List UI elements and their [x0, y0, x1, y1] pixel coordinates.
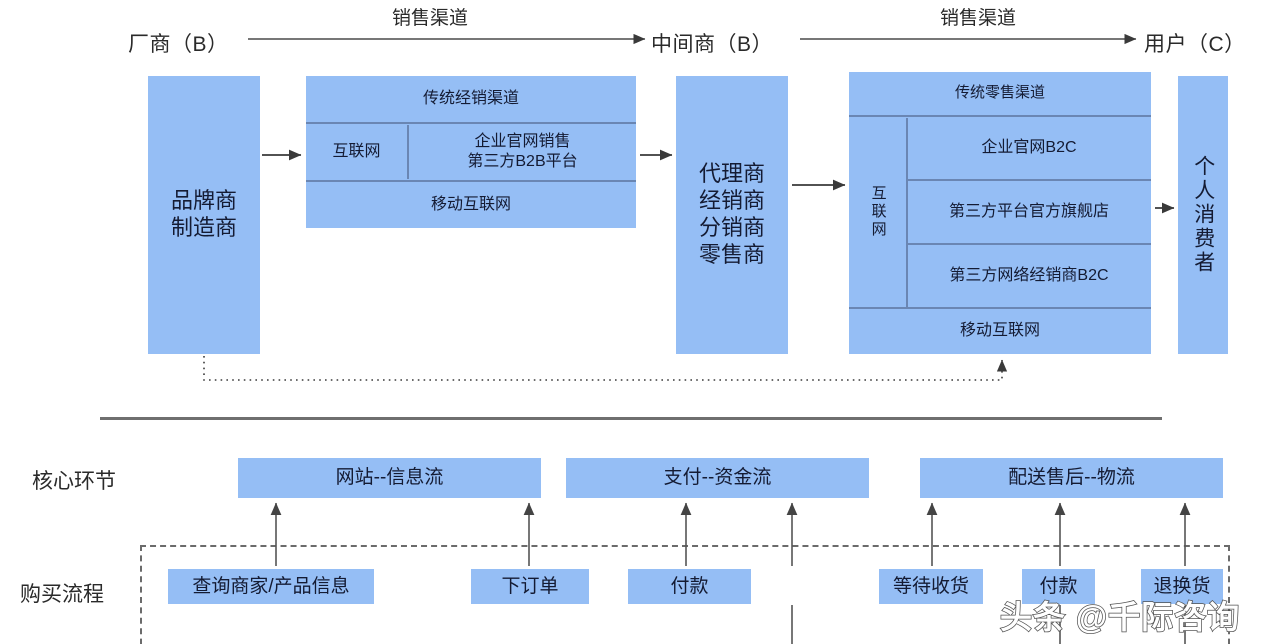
retail-divider-bottom — [849, 307, 1151, 309]
group-traditional-retail: 传统零售渠道 互联网 企业官网B2C 第三方平台官方旗舰店 第三方网络经销商B2… — [849, 72, 1151, 354]
manufacturer-line-1: 品牌商 — [170, 188, 237, 214]
flow-step-query: 查询商家/产品信息 — [168, 569, 374, 604]
retail-internet-label: 互联网 — [869, 185, 887, 239]
tier-label-manufacturer: 厂商（B） — [128, 33, 229, 56]
retail-footer: 移动互联网 — [959, 322, 1040, 340]
retail-divider-vertical — [906, 118, 908, 307]
flow-step-pay: 付款 — [628, 569, 751, 604]
flow-step-place-order: 下订单 — [471, 569, 589, 604]
distribution-divider-top — [306, 122, 636, 124]
retail-header: 传统零售渠道 — [954, 84, 1045, 102]
block-manufacturer: 品牌商 制造商 — [148, 76, 260, 354]
retail-divider-top — [849, 115, 1151, 117]
distribution-divider-vertical — [407, 125, 409, 179]
flow-step-await-delivery: 等待收货 — [879, 569, 983, 604]
core-stage-payment: 支付--资金流 — [566, 458, 869, 498]
channel-arrow-label-1: 销售渠道 — [391, 8, 468, 29]
section-divider — [100, 417, 1162, 420]
core-stage-website: 网站--信息流 — [238, 458, 541, 498]
retail-channel-2: 第三方平台官方旗舰店 — [948, 202, 1109, 220]
purchase-flow-container — [140, 545, 1230, 644]
distribution-channel-1: 企业官网销售 — [474, 132, 571, 150]
block-middleman: 代理商 经销商 分销商 零售商 — [676, 76, 788, 354]
channel-arrow-label-2: 销售渠道 — [939, 8, 1016, 29]
retail-channel-3: 第三方网络经销商B2C — [949, 266, 1109, 284]
retail-divider-2 — [907, 243, 1151, 245]
distribution-footer: 移动互联网 — [430, 195, 511, 213]
tier-label-consumer: 用户（C） — [1144, 33, 1246, 56]
core-stage-logistics: 配送售后--物流 — [920, 458, 1223, 498]
distribution-channel-list: 企业官网销售 第三方B2B平台 — [409, 123, 636, 180]
flow-step-return-exchange: 退换货 — [1141, 569, 1223, 604]
flow-step-pay-2: 付款 — [1022, 569, 1095, 604]
row-label-purchase-flow: 购买流程 — [20, 583, 104, 606]
middleman-line-1: 代理商 — [698, 161, 765, 187]
distribution-divider-bottom — [306, 180, 636, 182]
row-label-core-stages: 核心环节 — [32, 470, 116, 493]
middleman-line-2: 经销商 — [698, 188, 765, 214]
group-traditional-distribution: 传统经销渠道 互联网 企业官网销售 第三方B2B平台 移动互联网 — [306, 76, 636, 228]
distribution-header: 传统经销渠道 — [422, 90, 519, 108]
tier-label-middleman: 中间商（B） — [651, 33, 774, 56]
dotted-direct-channel — [203, 356, 1008, 381]
distribution-channel-2: 第三方B2B平台 — [467, 152, 578, 170]
manufacturer-line-2: 制造商 — [170, 215, 237, 240]
middleman-line-3: 分销商 — [698, 215, 765, 240]
block-consumer: 个人消费者 — [1178, 76, 1228, 354]
consumer-label: 个人消费者 — [1191, 155, 1215, 275]
retail-divider-1 — [907, 179, 1151, 181]
watermark: 头条 @千际咨询 — [999, 598, 1241, 636]
distribution-internet-label: 互联网 — [332, 142, 381, 160]
retail-channel-1: 企业官网B2C — [981, 138, 1077, 156]
middleman-line-4: 零售商 — [698, 241, 765, 267]
